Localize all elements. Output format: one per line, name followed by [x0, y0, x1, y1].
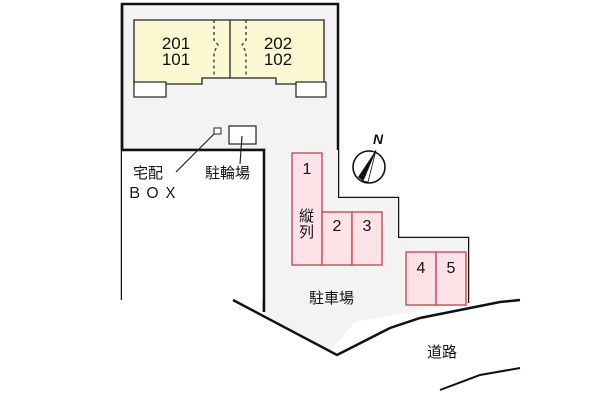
unit-201: 201 [161, 34, 191, 53]
unit-202: 202 [263, 34, 293, 53]
unit-201-101-label: 201 101 [146, 34, 206, 69]
parking-space-1-number: 1 [302, 161, 312, 178]
delivery-box-label-line1: 宅配 [133, 164, 164, 182]
delivery-box-label-line2: ＢＯＸ [127, 184, 182, 202]
unit-102: 102 [263, 50, 293, 69]
bicycle-parking [228, 125, 257, 145]
unit-101: 101 [161, 50, 191, 69]
parking-lot-label: 駐車場 [309, 289, 355, 307]
compass-north-icon [352, 149, 386, 184]
road-edge-lower [439, 367, 521, 391]
parking-space-3-number: 3 [362, 218, 372, 235]
road-label: 道路 [427, 343, 458, 361]
road-edge-upper [232, 298, 521, 357]
parking-space-2-number: 2 [332, 218, 342, 235]
parking-space-5-number: 5 [446, 260, 456, 277]
parking-spaces [291, 152, 467, 306]
delivery-box [213, 127, 222, 135]
parking-space-1-tandem-note: 縦列 [297, 208, 315, 240]
unit-202-102-label: 202 102 [248, 34, 308, 69]
compass-north-label: N [373, 131, 384, 147]
parking-space-4-number: 4 [416, 260, 426, 277]
bicycle-parking-label: 駐輪場 [205, 164, 251, 182]
apartment-building [133, 19, 327, 98]
